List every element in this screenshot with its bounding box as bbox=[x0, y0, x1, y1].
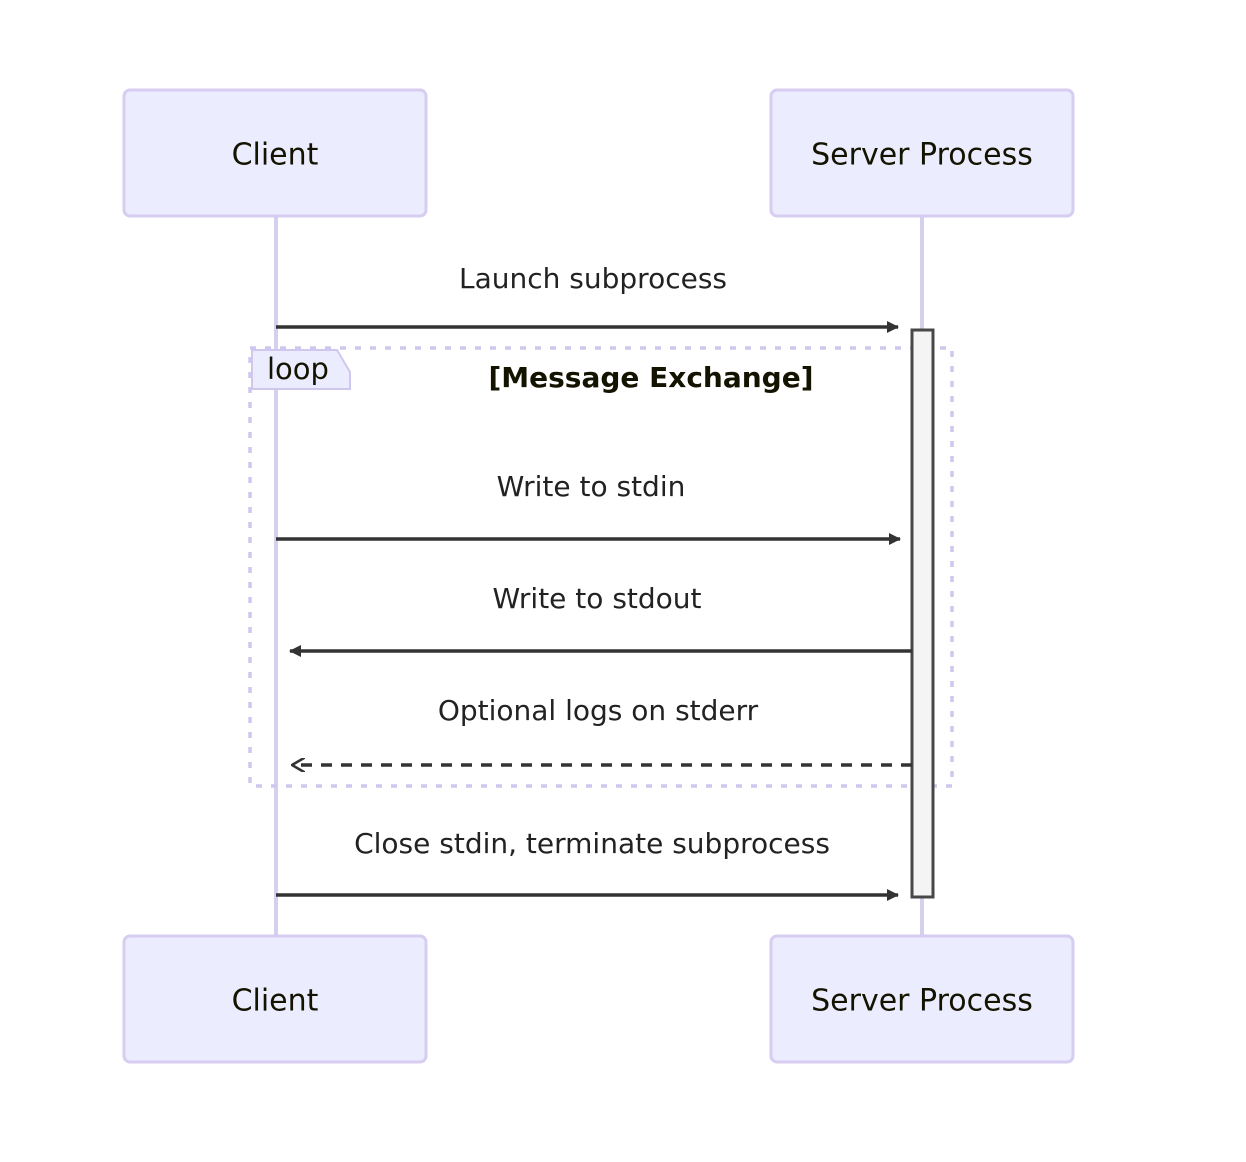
loop-label-shape bbox=[251, 349, 351, 390]
message-label: Write to stdin bbox=[497, 470, 686, 503]
actor-boxes-bottom: Client Server Process bbox=[122, 934, 1075, 1064]
message-optional-logs-on-stderr: Optional logs on stderr bbox=[292, 694, 912, 765]
actor-box-client-bottom[interactable]: Client bbox=[122, 934, 428, 1064]
message-close-stdin-terminate-subprocess: Close stdin, terminate subprocess bbox=[276, 827, 899, 901]
message-label: Close stdin, terminate subprocess bbox=[354, 827, 830, 860]
messages: Launch subprocess Write to stdin Write t… bbox=[276, 262, 912, 901]
actor-label: Server Process bbox=[811, 138, 1033, 173]
actor-box-rect bbox=[769, 88, 1075, 218]
loop-fragment: loop [Message Exchange] bbox=[248, 346, 954, 788]
message-write-to-stdin: Write to stdin bbox=[276, 470, 901, 545]
message-label: Optional logs on stderr bbox=[438, 694, 759, 727]
actor-boxes-top: Client Server Process bbox=[122, 88, 1075, 218]
actor-box-client-top[interactable]: Client bbox=[122, 88, 428, 218]
actor-box-rect bbox=[769, 934, 1075, 1064]
actor-box-server-top[interactable]: Server Process bbox=[769, 88, 1075, 218]
actor-label: Client bbox=[232, 984, 319, 1019]
actor-label: Client bbox=[232, 138, 319, 173]
message-label: Launch subprocess bbox=[459, 262, 727, 295]
actor-box-rect bbox=[122, 88, 428, 218]
loop-title-label: [Message Exchange] bbox=[488, 361, 813, 394]
message-label: Write to stdout bbox=[492, 582, 701, 615]
loop-fragment-border bbox=[248, 346, 954, 788]
message-write-to-stdout: Write to stdout bbox=[289, 582, 912, 657]
actor-box-server-bottom[interactable]: Server Process bbox=[769, 934, 1075, 1064]
message-launch-subprocess: Launch subprocess bbox=[276, 262, 899, 333]
actor-box-rect bbox=[122, 934, 428, 1064]
server-activation-bar bbox=[910, 328, 935, 899]
actor-label: Server Process bbox=[811, 984, 1033, 1019]
loop-keyword-label: loop bbox=[267, 352, 329, 386]
